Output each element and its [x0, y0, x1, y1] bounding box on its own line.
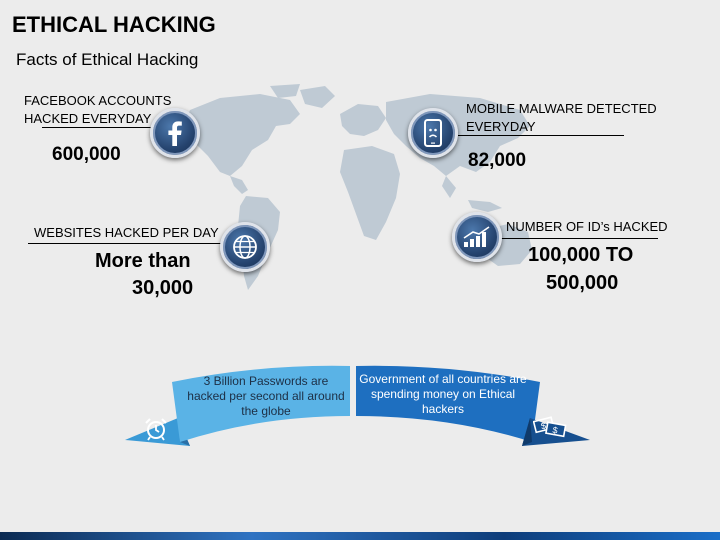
ids-label: NUMBER OF ID’s HACKED — [506, 219, 668, 234]
ribbon-left-text: 3 Billion Passwords are hacked per secon… — [187, 374, 345, 418]
money-bills-icon: $ $ — [533, 416, 567, 438]
facebook-label-line2: HACKED EVERYDAY — [24, 111, 152, 126]
mobile-underline — [458, 135, 624, 136]
facebook-icon — [168, 121, 182, 146]
bottom-accent-bar — [0, 532, 720, 540]
alarm-clock-icon — [145, 418, 167, 441]
bar-chart-icon — [463, 226, 490, 247]
ids-value-line1: 100,000 TO — [528, 244, 634, 266]
mobile-label-line1: MOBILE MALWARE DETECTED — [466, 101, 657, 116]
mobile-label-line2: EVERYDAY — [466, 119, 536, 134]
websites-value-line2: 30,000 — [132, 277, 194, 299]
globe-icon — [233, 235, 257, 259]
ribbon-left-panel — [172, 365, 350, 442]
websites-badge — [220, 222, 270, 272]
sad-phone-icon — [424, 119, 442, 147]
ribbon-right-text: Government of all countries are spending… — [359, 372, 527, 416]
facebook-value: 600,000 — [52, 144, 121, 165]
facebook-underline — [42, 127, 160, 128]
facebook-badge — [150, 108, 200, 158]
websites-value-line1: More than — [95, 250, 191, 272]
page-title: ETHICAL HACKING — [12, 12, 216, 37]
svg-text:$: $ — [540, 420, 547, 431]
websites-underline — [28, 243, 226, 244]
ids-badge — [452, 212, 502, 262]
ribbon-banner — [125, 365, 590, 446]
ribbon-right-panel — [356, 365, 540, 442]
svg-text:$: $ — [552, 425, 559, 436]
page-subtitle: Facts of Ethical Hacking — [16, 50, 199, 69]
facebook-label-line1: FACEBOOK ACCOUNTS — [24, 93, 172, 108]
ids-value-line2: 500,000 — [546, 272, 619, 294]
mobile-badge — [408, 108, 458, 158]
mobile-value: 82,000 — [468, 150, 527, 171]
ids-underline — [488, 238, 658, 239]
websites-label: WEBSITES HACKED PER DAY — [34, 225, 219, 240]
